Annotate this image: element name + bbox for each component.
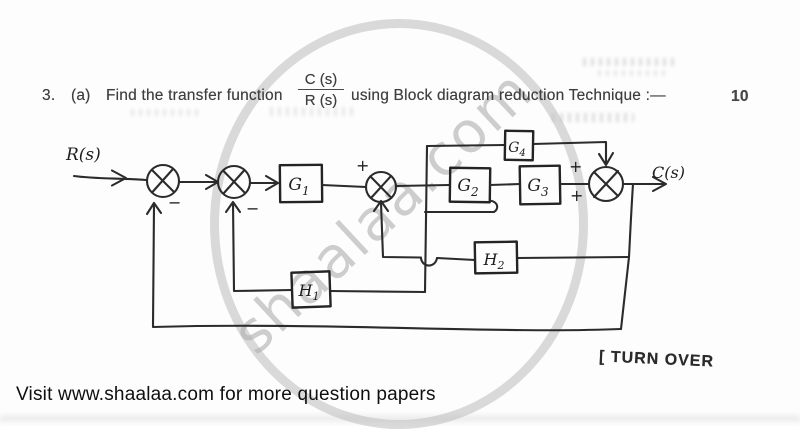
question-text-after: using Block diagram reduction Technique … xyxy=(351,87,666,104)
g2-label: G xyxy=(457,176,471,196)
g1-subscript: 1 xyxy=(302,184,310,198)
watermark-circle xyxy=(210,19,588,429)
block-g4: G4 xyxy=(503,129,535,162)
line-g1-sum3 xyxy=(320,183,368,189)
svg-text:H1: H1 xyxy=(298,281,320,303)
g3-label: G xyxy=(527,176,541,196)
block-h1: H1 xyxy=(290,270,332,309)
fraction-denominator: R (s) xyxy=(304,92,338,109)
g2-output-takeoff xyxy=(423,144,499,294)
svg-text:H2: H2 xyxy=(483,250,505,272)
line-sum3-g2 xyxy=(394,183,451,188)
output-arrow xyxy=(621,175,668,193)
bleed-through-smudge xyxy=(131,109,201,116)
svg-text:G1: G1 xyxy=(288,175,309,198)
g4-label: G xyxy=(508,140,519,156)
arrowhead xyxy=(145,201,163,216)
svg-text:G2: G2 xyxy=(457,176,478,199)
fraction-numerator: C (s) xyxy=(304,71,338,88)
line-g2-g3 xyxy=(488,182,522,187)
g4-subscript: 4 xyxy=(518,148,525,159)
g3-subscript: 3 xyxy=(541,185,549,199)
sum4-top-sign: + xyxy=(569,157,582,176)
h1-subscript: 1 xyxy=(312,290,319,303)
g4-branch xyxy=(425,140,615,167)
line-hop xyxy=(419,256,439,267)
summing-junction-3 xyxy=(364,170,398,204)
sum3-input-sign: + xyxy=(356,156,369,175)
summing-junction-2 xyxy=(216,164,252,200)
footer-text: Visit www.shaalaa.com for more question … xyxy=(16,384,436,405)
h2-label: H xyxy=(483,250,499,269)
question-text-before: Find the transfer function xyxy=(106,87,283,104)
transfer-function-fraction: C (s) R (s) xyxy=(295,71,347,109)
arrowhead xyxy=(372,199,390,213)
h2-subscript: 2 xyxy=(496,259,504,272)
block-g1: G1 xyxy=(278,163,324,204)
input-arrow xyxy=(72,169,148,187)
h2-feedback-path xyxy=(372,199,631,267)
block-h2: H2 xyxy=(473,240,519,275)
svg-text:G4: G4 xyxy=(508,140,526,159)
arrowhead xyxy=(597,151,615,167)
input-signal-label: R(s) xyxy=(65,145,101,165)
question-marks: 10 xyxy=(731,88,749,105)
sum1-feedback-sign: − xyxy=(168,193,181,212)
scan-edge-shadow xyxy=(0,415,800,422)
g2-subscript: 2 xyxy=(470,185,479,199)
sum4-main-sign: + xyxy=(570,186,583,205)
block-g3: G3 xyxy=(518,164,562,206)
bleed-through-smudge xyxy=(552,113,634,122)
question-number: 3. xyxy=(42,87,56,104)
svg-text:G3: G3 xyxy=(527,176,549,199)
summing-junction-1 xyxy=(145,163,181,199)
fraction-bar xyxy=(298,89,344,90)
h1-label: H xyxy=(298,281,314,300)
outer-feedback-loop xyxy=(145,201,623,332)
output-signal-label: C(s) xyxy=(652,163,685,182)
bleed-through-smudge xyxy=(583,58,679,66)
h1-feedback-path xyxy=(224,200,427,294)
arrowhead xyxy=(224,200,242,214)
arrowhead xyxy=(264,174,280,192)
bleed-through-smudge xyxy=(598,70,668,76)
g1-label: G xyxy=(288,175,302,195)
question-part: (a) xyxy=(71,87,91,104)
block-g2: G2 xyxy=(448,166,492,204)
summing-junction-4 xyxy=(587,165,625,203)
sum2-feedback-sign: − xyxy=(246,199,259,218)
